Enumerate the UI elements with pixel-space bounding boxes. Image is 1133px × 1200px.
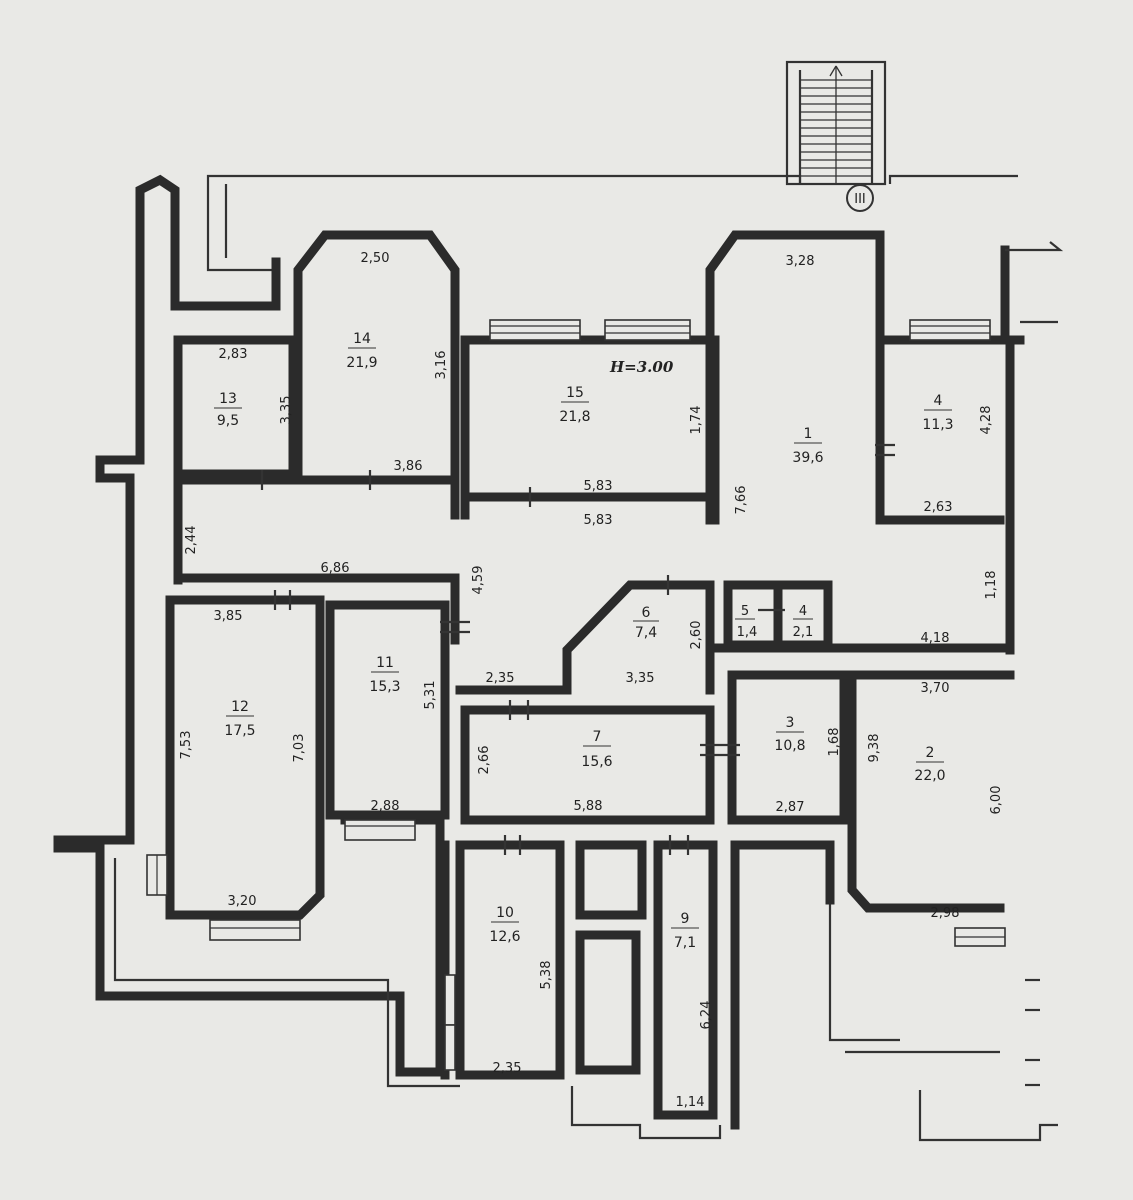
svg-text:15,3: 15,3 xyxy=(369,679,400,695)
room-label-2: 2 22,0 xyxy=(914,745,945,784)
svg-text:6: 6 xyxy=(642,605,651,621)
svg-text:21,8: 21,8 xyxy=(559,409,590,425)
dim-3-28: 3,28 xyxy=(786,254,815,269)
dim-2-63: 2,63 xyxy=(924,500,953,515)
ceiling-height-note: H=3.00 xyxy=(609,358,674,376)
svg-text:21,9: 21,9 xyxy=(346,355,377,371)
room-label-13: 13 9,5 xyxy=(214,391,242,429)
svg-text:7,4: 7,4 xyxy=(635,625,657,641)
dim-3-35-mid: 3,35 xyxy=(626,671,655,686)
dim-5-83-bottom: 5,83 xyxy=(584,513,613,528)
room-label-9: 9 7,1 xyxy=(671,911,699,951)
svg-text:11: 11 xyxy=(376,655,394,671)
entrance-mark-text: III xyxy=(854,192,866,207)
dim-2-60: 2,60 xyxy=(689,621,704,650)
dim-3-16: 3,16 xyxy=(434,351,449,380)
interior-walls xyxy=(165,230,1015,1130)
svg-text:10: 10 xyxy=(496,905,514,921)
dim-2-50: 2,50 xyxy=(361,251,390,266)
room-label-4b: 4 2,1 xyxy=(793,604,814,640)
svg-text:2: 2 xyxy=(926,745,935,761)
dim-4-28: 4,28 xyxy=(979,406,994,435)
dim-3-70: 3,70 xyxy=(921,681,950,696)
dim-6-86: 6,86 xyxy=(321,561,350,576)
dim-5-38: 5,38 xyxy=(539,961,554,990)
room-label-1: 1 39,6 xyxy=(792,426,823,466)
svg-text:10,8: 10,8 xyxy=(774,738,805,754)
room-label-7: 7 15,6 xyxy=(581,729,612,770)
room-label-10: 10 12,6 xyxy=(489,905,520,945)
svg-text:14: 14 xyxy=(353,331,371,347)
svg-text:15,6: 15,6 xyxy=(581,754,612,770)
entrance-marker: III xyxy=(846,184,874,212)
svg-text:7: 7 xyxy=(593,729,602,745)
svg-text:1: 1 xyxy=(804,426,813,442)
svg-text:2,1: 2,1 xyxy=(793,625,814,640)
svg-text:5: 5 xyxy=(741,604,749,619)
dim-6-00: 6,00 xyxy=(989,786,1004,815)
dim-2-66: 2,66 xyxy=(477,746,492,775)
svg-text:4: 4 xyxy=(799,604,807,619)
room-label-14: 14 21,9 xyxy=(346,331,377,371)
dimension-labels: 2,50 3,28 2,83 3,35 3,16 1,74 3,86 5,83 … xyxy=(179,251,1004,1110)
dim-4-18: 4,18 xyxy=(921,631,950,646)
dim-5-31: 5,31 xyxy=(423,681,438,710)
svg-text:15: 15 xyxy=(566,385,584,401)
dim-3-35: 3,35 xyxy=(279,396,294,425)
svg-text:3: 3 xyxy=(786,715,795,731)
room-labels: 13 9,5 14 21,9 15 21,8 1 39,6 4 11,3 6 7… xyxy=(214,331,954,951)
room-label-4: 4 11,3 xyxy=(922,393,953,433)
windows xyxy=(146,319,1006,1071)
dim-2-35-mid: 2,35 xyxy=(486,671,515,686)
dim-2-87: 2,87 xyxy=(776,800,805,815)
dim-3-20: 3,20 xyxy=(228,894,257,909)
room-label-12: 12 17,5 xyxy=(224,699,255,739)
svg-text:7,1: 7,1 xyxy=(674,935,696,951)
dim-2-88: 2,88 xyxy=(371,799,400,814)
svg-text:12,6: 12,6 xyxy=(489,929,520,945)
dim-2-35-bottom: 2,35 xyxy=(493,1061,522,1076)
dim-9-38: 9,38 xyxy=(867,734,882,763)
dim-1-18: 1,18 xyxy=(984,571,999,600)
svg-text:12: 12 xyxy=(231,699,249,715)
dim-2-44: 2,44 xyxy=(184,526,199,555)
svg-text:13: 13 xyxy=(219,391,237,407)
dim-1-14: 1,14 xyxy=(676,1095,705,1110)
svg-text:17,5: 17,5 xyxy=(224,723,255,739)
dim-6-24: 6,24 xyxy=(699,1001,714,1030)
svg-text:39,6: 39,6 xyxy=(792,450,823,466)
dim-2-98: 2,98 xyxy=(931,906,960,921)
room-label-11: 11 15,3 xyxy=(369,655,400,695)
svg-text:22,0: 22,0 xyxy=(914,768,945,784)
door-marks xyxy=(260,443,1040,1087)
svg-text:9,5: 9,5 xyxy=(217,413,239,429)
room-label-15: 15 21,8 xyxy=(559,385,590,425)
dim-5-83-top: 5,83 xyxy=(584,479,613,494)
dim-5-88: 5,88 xyxy=(574,799,603,814)
dim-7-53: 7,53 xyxy=(179,731,194,760)
room-label-3: 3 10,8 xyxy=(774,715,805,754)
dim-7-03: 7,03 xyxy=(292,734,307,763)
staircase xyxy=(785,60,887,186)
dim-1-68: 1,68 xyxy=(827,728,842,757)
svg-text:1,4: 1,4 xyxy=(737,625,758,640)
room-label-5: 5 1,4 xyxy=(735,604,757,640)
svg-text:11,3: 11,3 xyxy=(922,417,953,433)
dim-1-74: 1,74 xyxy=(689,406,704,435)
svg-text:9: 9 xyxy=(681,911,690,927)
dim-2-83: 2,83 xyxy=(219,347,248,362)
dim-4-59: 4,59 xyxy=(471,566,486,595)
room-label-6: 6 7,4 xyxy=(633,605,659,641)
dim-3-85: 3,85 xyxy=(214,609,243,624)
outer-walls xyxy=(53,174,1064,1142)
svg-text:4: 4 xyxy=(934,393,943,409)
dim-3-86: 3,86 xyxy=(394,459,423,474)
dim-7-66: 7,66 xyxy=(734,486,749,515)
